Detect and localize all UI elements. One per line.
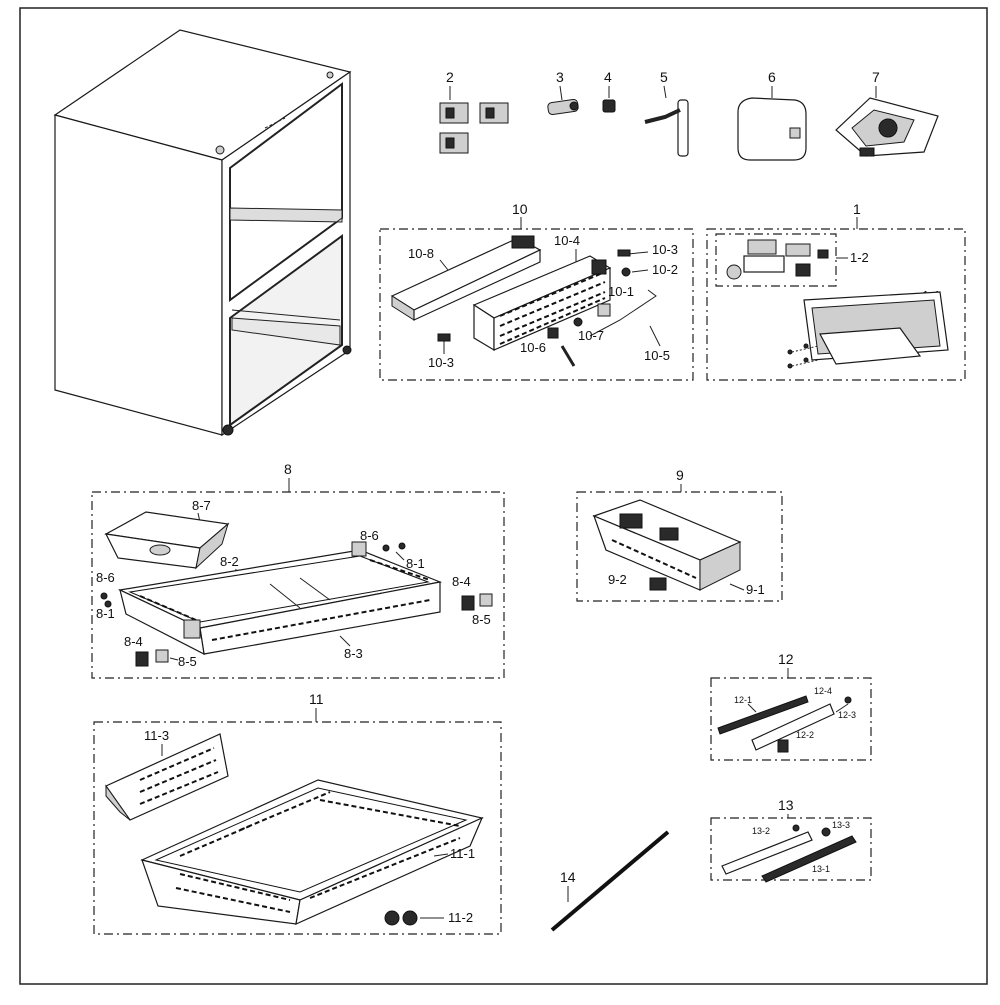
label-8-3: 8-3 [344, 646, 363, 661]
label-13: 13 [778, 797, 794, 813]
label-11-3: 11-3 [144, 728, 169, 743]
label-10: 10 [512, 201, 528, 217]
ice-tray-icon [104, 511, 230, 570]
label-10-2: 10-2 [652, 262, 678, 277]
hinge-bracket-icon [439, 102, 509, 154]
thermistor-icon [547, 327, 559, 339]
label-10-5: 10-5 [644, 348, 670, 363]
label-8-4-right: 8-4 [452, 574, 471, 589]
label-3: 3 [556, 69, 564, 85]
refrigerator-cabinet-icon [53, 29, 352, 437]
rail-icon [717, 695, 809, 735]
label-11: 11 [309, 691, 324, 707]
control-panel-icon [803, 291, 949, 365]
label-9: 9 [676, 467, 684, 483]
label-12-2: 12-2 [796, 730, 814, 740]
label-8-2: 8-2 [220, 554, 239, 569]
label-8-1-right: 8-1 [406, 556, 425, 571]
label-10-4: 10-4 [554, 233, 580, 248]
label-10-3-bottom: 10-3 [428, 355, 454, 370]
label-10-3-top: 10-3 [652, 242, 678, 257]
clip-icon [621, 267, 631, 277]
label-8-6-right: 8-6 [360, 528, 379, 543]
assembly-box-1-2 [715, 233, 837, 287]
label-8-6-left: 8-6 [96, 570, 115, 585]
label-14: 14 [560, 869, 576, 885]
assembly-box-13 [710, 817, 872, 881]
label-1-2: 1-2 [850, 250, 869, 265]
assembly-box-1 [706, 228, 966, 381]
label-5: 5 [660, 69, 668, 85]
label-8-5-left: 8-5 [178, 654, 197, 669]
label-13-2: 13-2 [752, 826, 770, 836]
rail-bar-icon-13 [761, 835, 857, 883]
label-10-7: 10-7 [578, 328, 604, 343]
label-8-1-left: 8-1 [96, 606, 115, 621]
cap-icon [602, 99, 616, 113]
fuse-icon [597, 303, 611, 317]
gasket-strip-icon [550, 830, 670, 932]
label-6: 6 [768, 69, 776, 85]
cover-icon [737, 97, 807, 161]
assembly-box-9 [576, 491, 783, 602]
screw-icon [617, 249, 631, 257]
label-13-3: 13-3 [832, 820, 850, 830]
label-12-3: 12-3 [838, 710, 856, 720]
rail-bracket-icon [751, 703, 835, 751]
pipe-icon [644, 99, 689, 157]
ice-maker-icon [592, 499, 742, 591]
cap-icon-left [384, 910, 400, 926]
rail-icon-13 [721, 831, 813, 875]
label-4: 4 [604, 69, 612, 85]
label-10-6: 10-6 [520, 340, 546, 355]
evaporator-icon [472, 255, 612, 352]
label-8-4-left: 8-4 [124, 634, 143, 649]
screw-set-icon [787, 343, 819, 369]
label-2: 2 [446, 69, 454, 85]
fan-motor-icon [835, 97, 939, 157]
label-9-2: 9-2 [608, 572, 627, 587]
roller-icon [461, 595, 475, 611]
label-10-8: 10-8 [408, 246, 434, 261]
label-13-1: 13-1 [812, 864, 830, 874]
freezer-drawer-icon [118, 541, 443, 656]
evaporator-cover-icon [390, 235, 542, 321]
control-board-icon [726, 239, 829, 280]
label-1: 1 [853, 201, 861, 217]
label-12-1: 12-1 [734, 695, 752, 705]
label-8-7: 8-7 [192, 498, 211, 513]
freezer-basket-icon [140, 779, 484, 926]
label-9-1: 9-1 [746, 582, 765, 597]
label-12-4: 12-4 [814, 686, 832, 696]
cap-icon-right [402, 910, 418, 926]
label-11-2: 11-2 [448, 910, 473, 925]
label-8-5-right: 8-5 [472, 612, 491, 627]
label-12: 12 [778, 651, 794, 667]
label-7: 7 [872, 69, 880, 85]
sensor-icon [573, 317, 583, 327]
label-11-1: 11-1 [450, 846, 475, 861]
label-10-1: 10-1 [608, 284, 634, 299]
outer-frame [19, 7, 988, 985]
assembly-box-11 [93, 721, 502, 935]
assembly-box-10 [379, 228, 694, 381]
hinge-pin-icon [547, 98, 579, 116]
assembly-box-8 [91, 491, 505, 679]
heater-icon [560, 345, 576, 367]
label-8: 8 [284, 461, 292, 477]
assembly-box-12 [710, 677, 872, 761]
divider-basket-icon [105, 733, 229, 821]
